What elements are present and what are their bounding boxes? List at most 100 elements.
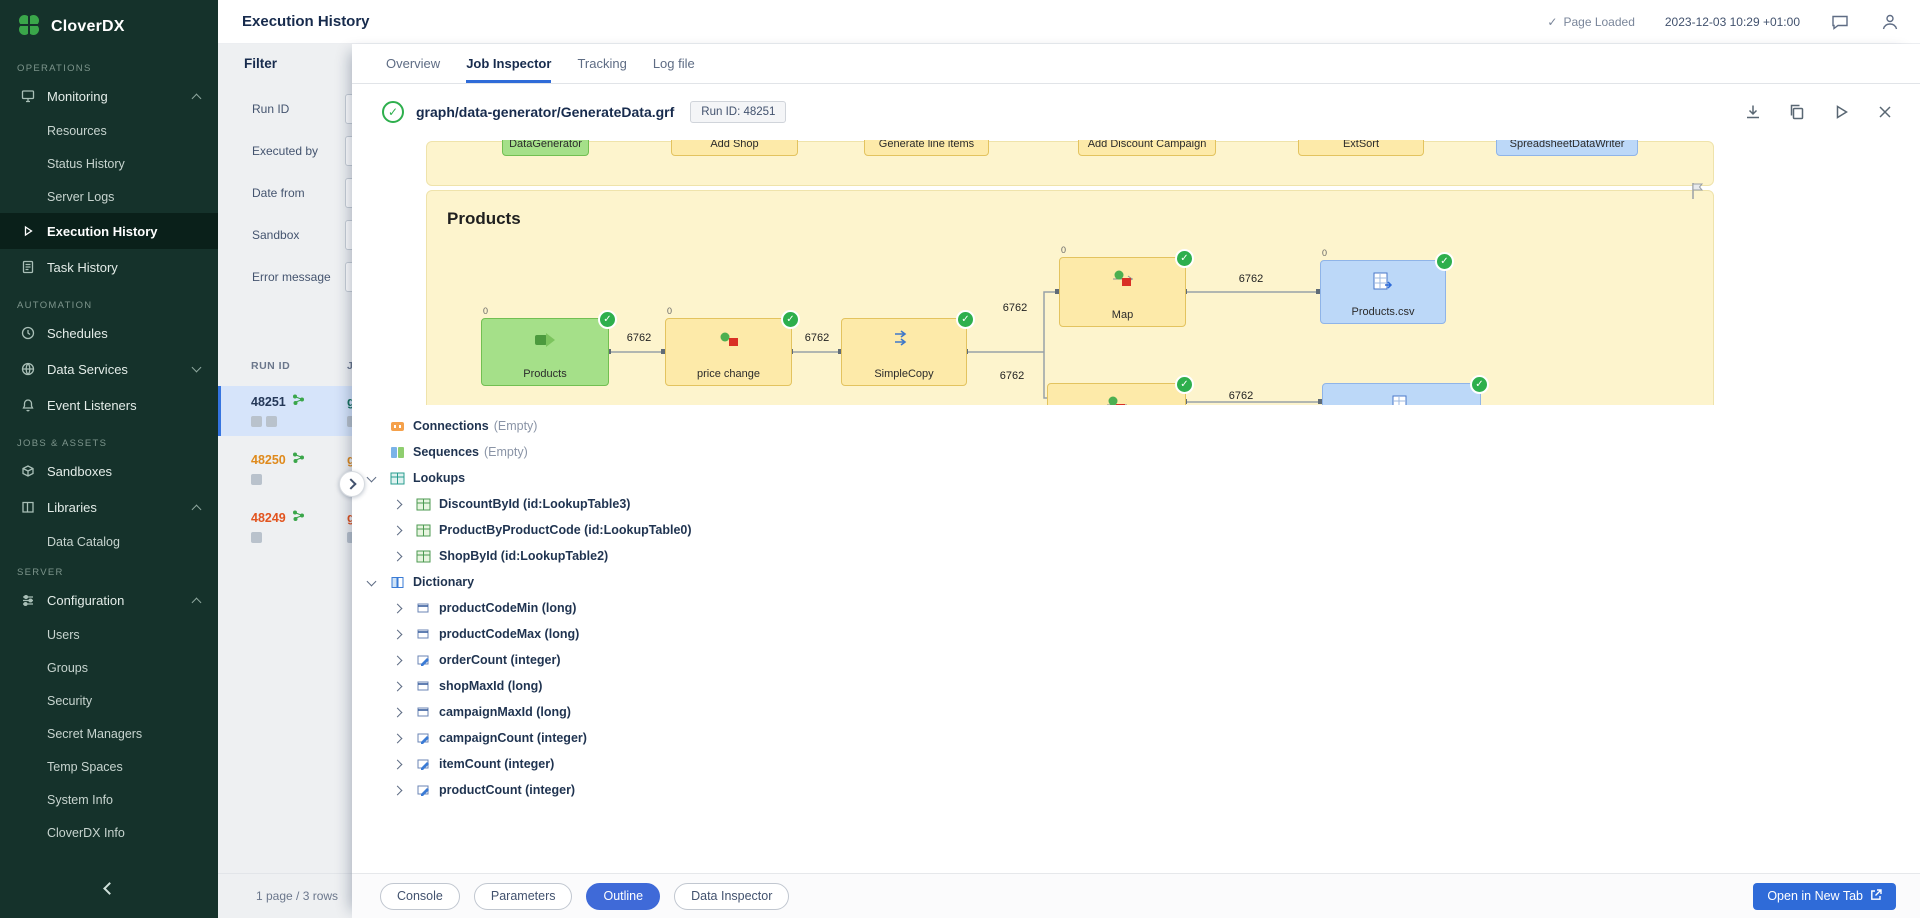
tree-item-dict-entry[interactable]: itemCount (integer) xyxy=(352,751,1920,777)
chevron-right-icon[interactable] xyxy=(392,655,403,665)
sidebar-item-task-history[interactable]: Task History xyxy=(0,249,218,285)
sidebar-item-secret-managers[interactable]: Secret Managers xyxy=(0,717,218,750)
tree-item-connections[interactable]: Connections(Empty) xyxy=(352,413,1920,439)
table-row[interactable]: 48250 g xyxy=(218,444,352,494)
sidebar-item-libraries[interactable]: Libraries xyxy=(0,489,218,525)
graph-canvas[interactable]: Products xyxy=(352,140,1920,405)
data-inspector-button[interactable]: Data Inspector xyxy=(674,882,790,910)
tree-item-dict-entry[interactable]: shopMaxId (long) xyxy=(352,673,1920,699)
table-row[interactable]: 48249 g xyxy=(218,502,352,552)
component-simplecopy[interactable]: SimpleCopy xyxy=(841,310,975,386)
table-row[interactable]: 48251 g xyxy=(218,386,352,436)
component-generate-line-items[interactable]: Generate line items xyxy=(864,140,989,156)
job-title: graph/data-generator/GenerateData.grf xyxy=(416,104,675,120)
component-price-change[interactable]: 0 price change xyxy=(665,306,800,386)
tree-item-dict-entry[interactable]: campaignMaxId (long) xyxy=(352,699,1920,725)
date-from-input[interactable] xyxy=(345,178,352,208)
error-message-label: Error message xyxy=(252,270,331,284)
sidebar-item-label: Data Services xyxy=(47,361,128,377)
chevron-down-icon[interactable] xyxy=(366,576,377,586)
sidebar-item-data-services[interactable]: Data Services xyxy=(0,351,218,387)
sidebar-item-label: Secret Managers xyxy=(47,726,143,741)
tree-item-dict-entry[interactable]: orderCount (integer) xyxy=(352,647,1920,673)
run-id-input[interactable] xyxy=(345,94,352,124)
component-products-csv[interactable]: 0 Products.csv xyxy=(1320,248,1454,324)
tree-item-dict-entry[interactable]: productCodeMin (long) xyxy=(352,595,1920,621)
component-map[interactable]: 0 Map xyxy=(1059,245,1194,327)
tree-item-dict-entry[interactable]: campaignCount (integer) xyxy=(352,725,1920,751)
date-from-label: Date from xyxy=(252,186,305,200)
chevron-right-icon[interactable] xyxy=(392,499,403,509)
tree-item-dict-entry[interactable]: productCount (integer) xyxy=(352,777,1920,803)
sidebar-collapse-button[interactable] xyxy=(0,858,218,918)
component-spreadsheetdatawriter[interactable]: SpreadsheetDataWriter xyxy=(1496,140,1638,156)
component-products[interactable]: 0 Products xyxy=(481,306,617,386)
chevron-right-icon[interactable] xyxy=(392,525,403,535)
sidebar-item-security[interactable]: Security xyxy=(0,684,218,717)
tab-log-file[interactable]: Log file xyxy=(652,55,695,71)
sidebar-item-label: Event Listeners xyxy=(47,397,137,413)
copy-icon[interactable] xyxy=(1788,103,1806,121)
tree-item-lookup-table[interactable]: DiscountById (id:LookupTable3) xyxy=(352,491,1920,517)
chevron-right-icon[interactable] xyxy=(392,733,403,743)
sidebar-item-label: Execution History xyxy=(47,223,158,239)
tree-item-sequences[interactable]: Sequences(Empty) xyxy=(352,439,1920,465)
tab-overview[interactable]: Overview xyxy=(386,55,441,71)
outline-button[interactable]: Outline xyxy=(586,882,661,910)
tree-item-dictionary[interactable]: Dictionary xyxy=(352,569,1920,595)
tree-item-lookups[interactable]: Lookups xyxy=(352,465,1920,491)
sidebar-item-groups[interactable]: Groups xyxy=(0,651,218,684)
component-clipped-bottom-writer[interactable] xyxy=(1322,375,1489,405)
chevron-right-icon[interactable] xyxy=(392,759,403,769)
sandbox-input[interactable] xyxy=(345,220,352,250)
sidebar-item-server-logs[interactable]: Server Logs xyxy=(0,180,218,213)
sidebar-item-cloverdx-info[interactable]: CloverDX Info xyxy=(0,816,218,849)
sidebar-item-sandboxes[interactable]: Sandboxes xyxy=(0,453,218,489)
chevron-right-icon[interactable] xyxy=(392,629,403,639)
brand-logo[interactable]: CloverDX xyxy=(0,0,218,54)
filter-panel-expander-button[interactable] xyxy=(339,471,365,497)
parameters-button[interactable]: Parameters xyxy=(473,882,573,910)
sidebar-item-configuration[interactable]: Configuration xyxy=(0,582,218,618)
filter-field-date-from: Date from xyxy=(218,172,352,214)
component-add-discount-campaign[interactable]: Add Discount Campaign xyxy=(1078,140,1216,156)
component-datagenerator[interactable]: DataGenerator xyxy=(502,140,589,156)
tab-tracking[interactable]: Tracking xyxy=(577,55,627,71)
tree-item-lookup-table[interactable]: ShopById (id:LookupTable2) xyxy=(352,543,1920,569)
component-extsort[interactable]: ExtSort xyxy=(1298,140,1424,156)
chevron-right-icon[interactable] xyxy=(392,785,403,795)
sidebar-item-schedules[interactable]: Schedules xyxy=(0,315,218,351)
section-jobs-assets: JOBS & ASSETS xyxy=(17,438,108,449)
sidebar-item-temp-spaces[interactable]: Temp Spaces xyxy=(0,750,218,783)
sidebar-item-system-info[interactable]: System Info xyxy=(0,783,218,816)
success-check-badge xyxy=(1175,375,1194,394)
chevron-down-icon[interactable] xyxy=(366,472,377,482)
tree-item-dict-entry[interactable]: productCodeMax (long) xyxy=(352,621,1920,647)
sidebar-item-execution-history[interactable]: Execution History xyxy=(0,213,218,249)
component-add-shop[interactable]: Add Shop xyxy=(671,140,798,156)
sidebar-item-event-listeners[interactable]: Event Listeners xyxy=(0,387,218,423)
job-graph-icon xyxy=(292,451,305,469)
sidebar-item-monitoring[interactable]: Monitoring xyxy=(0,78,218,114)
component-clipped-bottom[interactable] xyxy=(1047,375,1194,405)
user-avatar-icon[interactable] xyxy=(1880,12,1900,32)
sidebar-item-status-history[interactable]: Status History xyxy=(0,147,218,180)
sidebar-item-data-catalog[interactable]: Data Catalog xyxy=(0,525,218,558)
sidebar-item-users[interactable]: Users xyxy=(0,618,218,651)
run-icon[interactable] xyxy=(1832,103,1850,121)
error-message-input[interactable] xyxy=(345,262,352,292)
download-icon[interactable] xyxy=(1744,103,1762,121)
chevron-right-icon[interactable] xyxy=(392,551,403,561)
chat-icon[interactable] xyxy=(1830,12,1850,32)
chevron-right-icon[interactable] xyxy=(392,681,403,691)
tab-job-inspector[interactable]: Job Inspector xyxy=(466,44,552,83)
executed-by-input[interactable] xyxy=(345,136,352,166)
chevron-right-icon[interactable] xyxy=(392,603,403,613)
open-in-new-tab-button[interactable]: Open in New Tab xyxy=(1753,882,1896,910)
console-button[interactable]: Console xyxy=(380,882,460,910)
close-icon[interactable] xyxy=(1876,103,1894,121)
chevron-right-icon[interactable] xyxy=(392,707,403,717)
sidebar-item-resources[interactable]: Resources xyxy=(0,114,218,147)
tree-item-lookup-table[interactable]: ProductByProductCode (id:LookupTable0) xyxy=(352,517,1920,543)
dictionary-icon xyxy=(390,575,407,590)
